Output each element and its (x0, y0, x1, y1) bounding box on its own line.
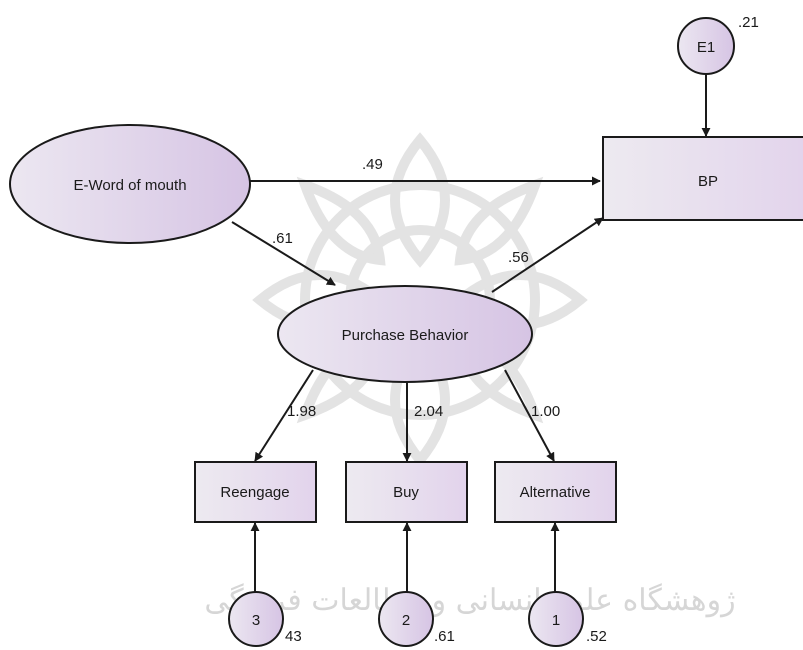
variance-err3: 43 (285, 628, 302, 645)
e1-label: E1 (697, 39, 715, 56)
arrow-purchase-to-alternative (504, 369, 555, 462)
purchase-label: Purchase Behavior (342, 327, 469, 344)
coef-purchase-to-bp: .56 (508, 249, 529, 266)
observed-bp-box: BP (602, 136, 803, 221)
variance-err1: .52 (586, 628, 607, 645)
bp-label: BP (698, 173, 718, 190)
observed-reengage-box: Reengage (194, 461, 317, 523)
error-3-circle: 3 (228, 591, 284, 647)
coef-purchase-to-buy: 2.04 (414, 403, 443, 420)
variance-err2: .61 (434, 628, 455, 645)
buy-label: Buy (393, 484, 419, 501)
arrow-purchase-to-reengage (254, 369, 314, 462)
coef-purchase-to-reengage: 1.98 (287, 403, 316, 420)
coef-purchase-to-alternative: 1.00 (531, 403, 560, 420)
observed-alternative-box: Alternative (494, 461, 617, 523)
coef-eword-to-bp: .49 (362, 156, 383, 173)
latent-purchase-behavior: Purchase Behavior (277, 285, 533, 383)
observed-buy-box: Buy (345, 461, 468, 523)
connectors (231, 74, 711, 593)
watermark-text: ژوهشگاه علوم انسانی و مطالعات فرهنگی (204, 583, 735, 618)
error-2-label: 2 (402, 612, 410, 629)
variance-e1: .21 (738, 14, 759, 31)
error-e1-circle: E1 (677, 17, 735, 75)
arrow-purchase-to-bp (491, 217, 604, 293)
error-3-label: 3 (252, 612, 260, 629)
coef-eword-to-purchase: .61 (272, 230, 293, 247)
latent-eword-of-mouth: E-Word of mouth (9, 124, 251, 244)
error-2-circle: 2 (378, 591, 434, 647)
reengage-label: Reengage (220, 484, 289, 501)
error-1-label: 1 (552, 612, 560, 629)
error-1-circle: 1 (528, 591, 584, 647)
alternative-label: Alternative (520, 484, 591, 501)
eword-label: E-Word of mouth (73, 177, 186, 194)
arrow-eword-to-purchase (231, 221, 336, 286)
